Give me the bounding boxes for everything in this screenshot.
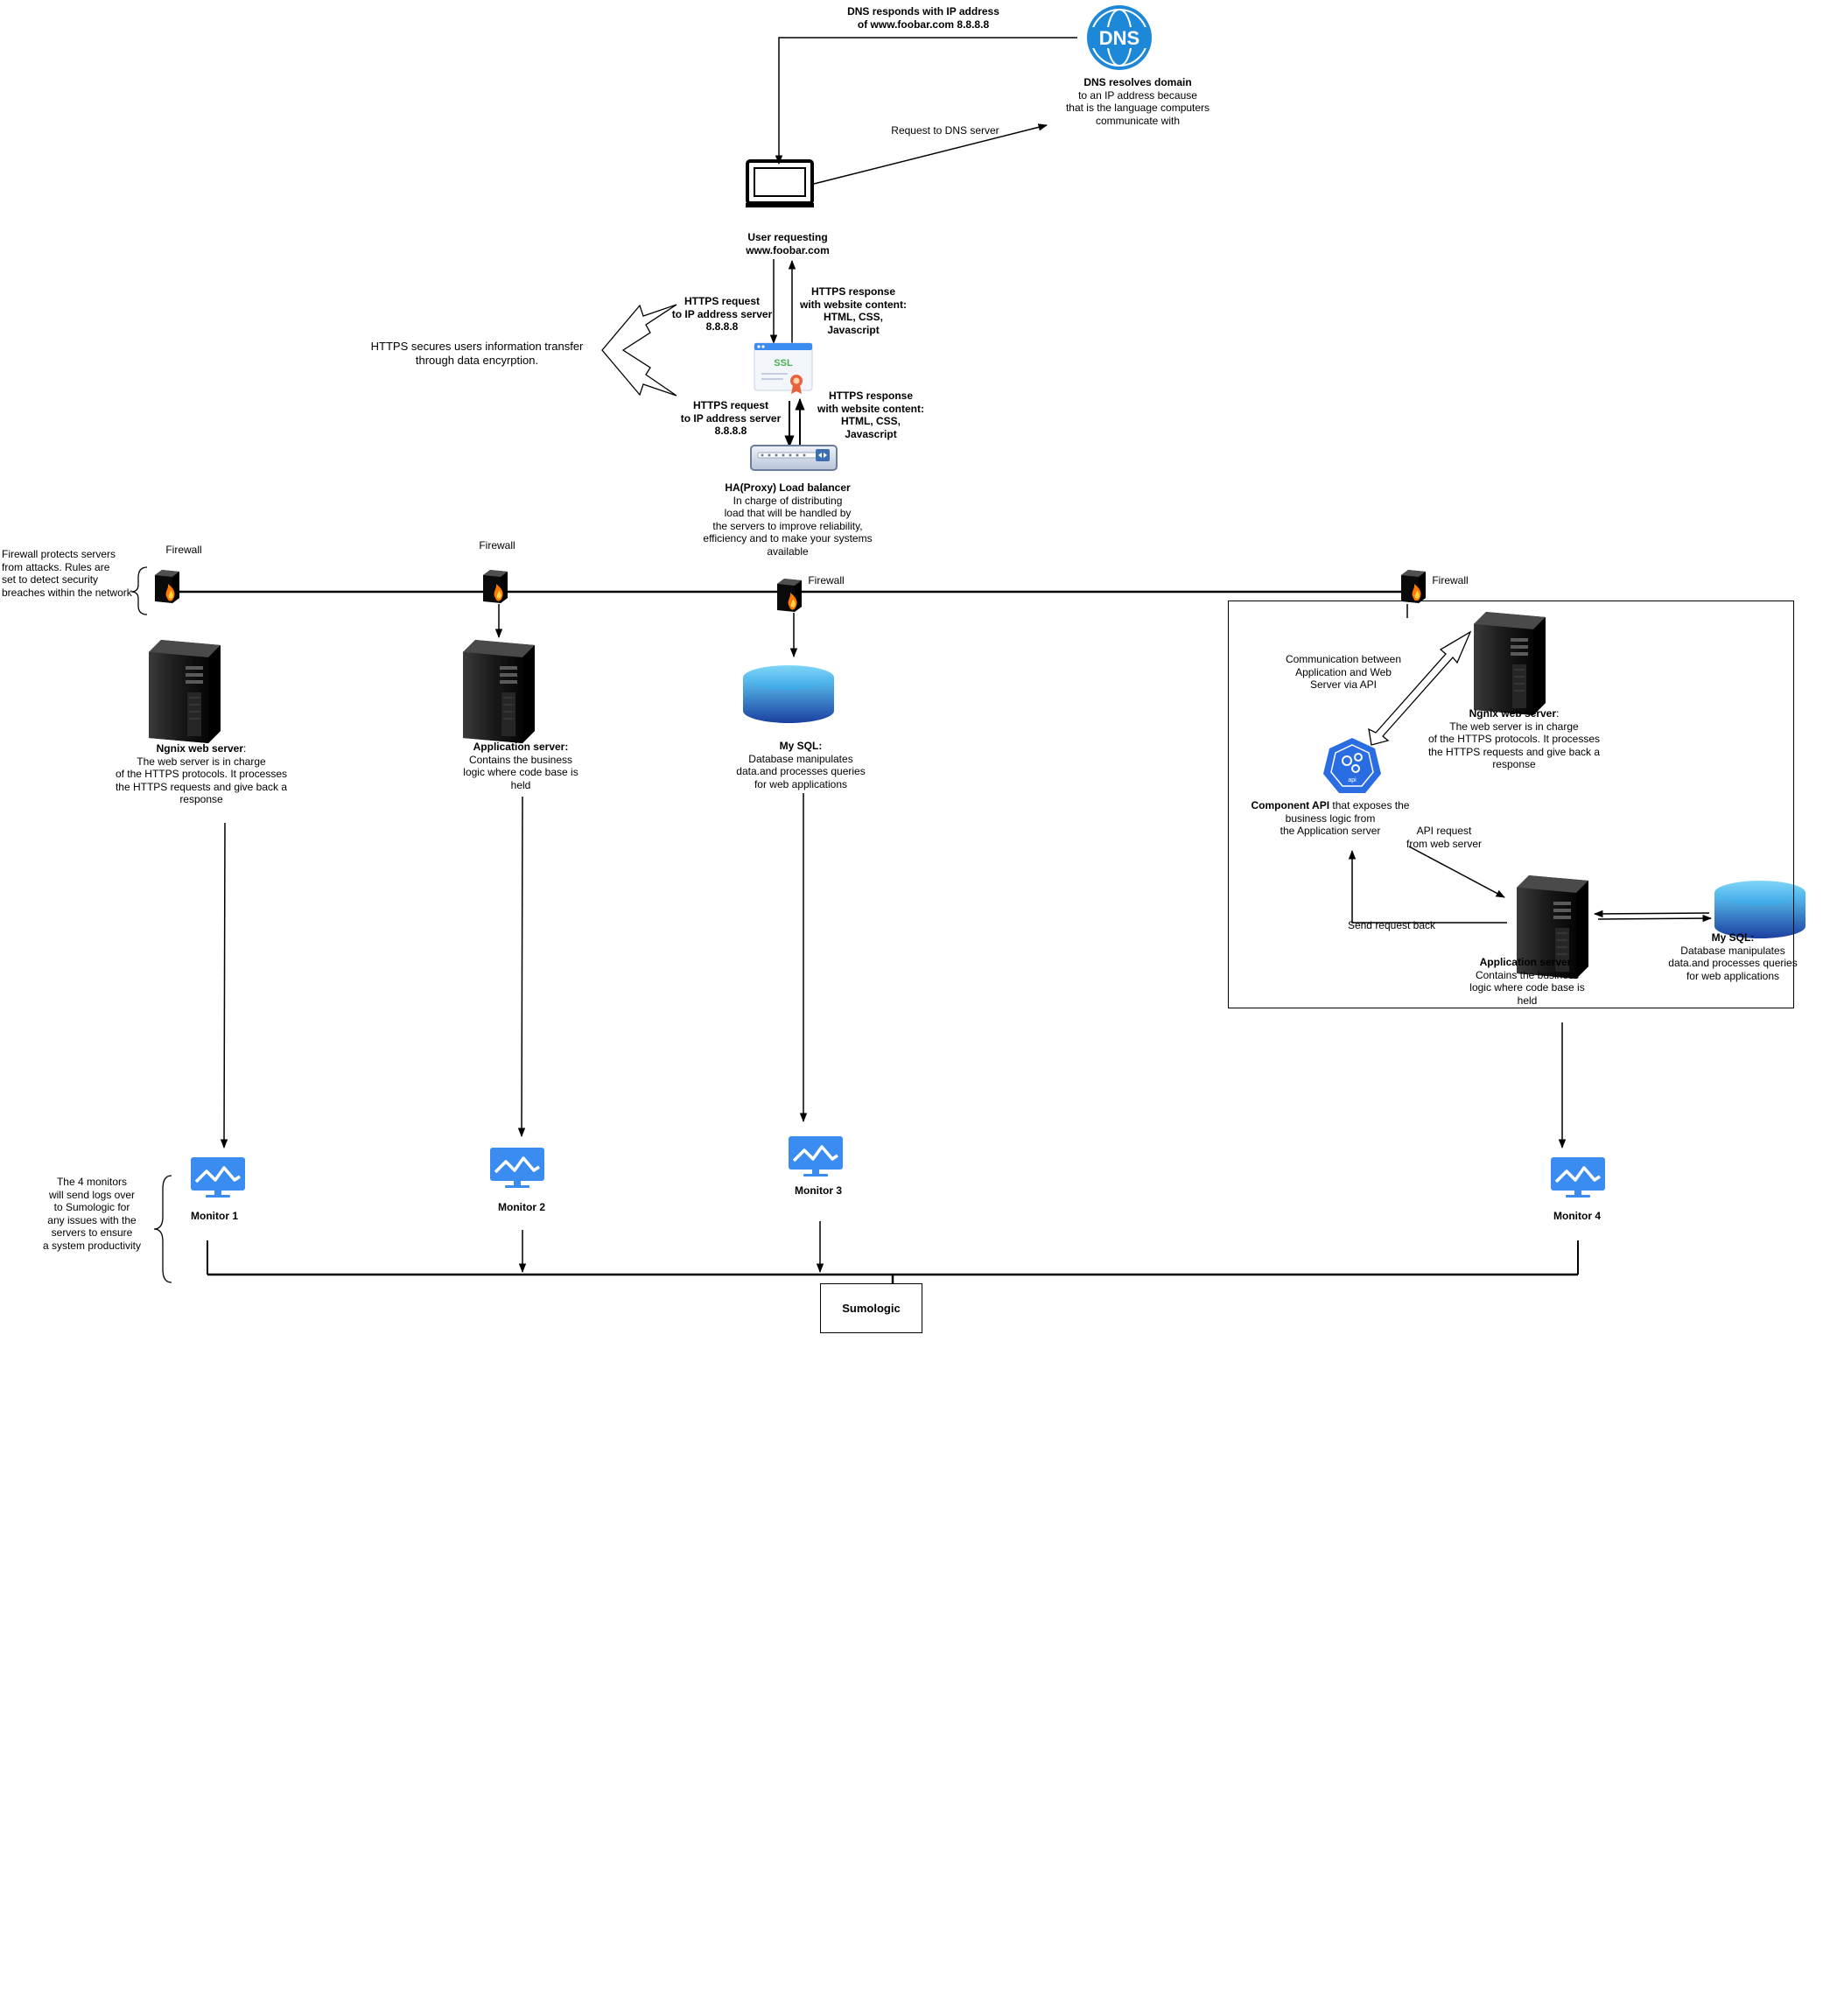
computer-icon (746, 159, 814, 207)
dns-response-arrow (775, 37, 1077, 165)
app-server-text: Application server: Contains the busines… (463, 741, 578, 791)
api-request-arrow (1408, 846, 1505, 898)
send-back-text: Send request back (1347, 919, 1436, 931)
dns-request-arrow (813, 123, 1048, 185)
https-response-text-1: HTTPS response with website content: HTM… (799, 285, 907, 336)
firewall-label-1: Firewall (165, 544, 202, 556)
mysql-to-app-arrow (1593, 910, 1710, 918)
nginx-text: Ngnix web server: The web server is in c… (115, 742, 288, 805)
ssl-certificate-icon: SSL (754, 342, 813, 394)
load-balancer-icon (750, 445, 838, 471)
cluster-container (1228, 601, 1794, 1008)
dns-response-text: DNS responds with IP address of www.foob… (847, 5, 999, 31)
monitor-icon-2 (488, 1146, 546, 1190)
monitor-label-4: Monitor 4 (1553, 1210, 1601, 1222)
nginx-server-icon (148, 639, 221, 744)
app-to-mysql-arrow (1597, 914, 1713, 923)
firewall-note-brace (130, 566, 148, 615)
sumologic-box: Sumologic (820, 1283, 922, 1333)
dns-icon-label: DNS (1099, 27, 1139, 49)
https-brace-arrow (601, 304, 677, 397)
user-label: User requesting www.foobar.com (746, 231, 830, 256)
cluster-communication-text: Communication between Application and We… (1285, 653, 1402, 691)
dns-globe-icon: DNS (1087, 5, 1152, 70)
firewall-icon-1 (155, 570, 179, 603)
cluster-nginx-text: Ngnix web server: The web server is in c… (1427, 707, 1601, 770)
load-balancer-text: HA(Proxy) Load balancer In charge of dis… (703, 481, 873, 558)
dns-description-text: DNS resolves domain to an IP address bec… (1065, 76, 1210, 127)
firewall-note-text: Firewall protects servers from attacks. … (2, 548, 132, 599)
cluster-mysql-text: My SQL: Database manipulates data.and pr… (1668, 931, 1798, 982)
monitors-note-text: The 4 monitors will send logs over to Su… (42, 1176, 142, 1252)
monitor-icon-4 (1549, 1156, 1607, 1199)
api-nginx-double-arrow (1368, 630, 1472, 746)
monitor-label-3: Monitor 3 (795, 1184, 842, 1197)
mysql-db-icon (743, 665, 834, 723)
firewall-label-4: Firewall (1432, 574, 1469, 587)
sumologic-label: Sumologic (842, 1302, 901, 1315)
component-api-text: Component API that exposes the business … (1251, 799, 1410, 837)
monitor-icon-3 (787, 1134, 845, 1178)
monitor-note-brace (153, 1175, 172, 1283)
monitor-icon-1 (189, 1156, 247, 1199)
nginx-to-monitor1-arrow (220, 822, 228, 1149)
mysql-text: My SQL: Database manipulates data.and pr… (736, 740, 866, 790)
api-component-icon: api (1323, 738, 1381, 793)
firewall-icon-2 (483, 570, 508, 603)
firewall-label-2: Firewall (479, 539, 515, 551)
https-note-text: HTTPS secures users information transfer… (370, 340, 584, 367)
firewall-label-3: Firewall (808, 574, 845, 587)
https-request-text-2: HTTPS request to IP address server 8.8.8… (680, 399, 782, 437)
ssl-label: SSL (774, 358, 793, 369)
monitor-label-2: Monitor 2 (498, 1201, 545, 1213)
app-server-icon (462, 639, 536, 744)
https-response-text-2: HTTPS response with website content: HTM… (817, 390, 924, 440)
monitor-label-1: Monitor 1 (191, 1210, 238, 1222)
https-request-text-1: HTTPS request to IP address server 8.8.8… (671, 295, 773, 333)
dns-request-text: Request to DNS server (891, 124, 999, 137)
api-icon-label: api (1348, 777, 1357, 783)
cluster-app-server-text: Application server: Contains the busines… (1469, 956, 1585, 1007)
api-request-text: API request from web server (1406, 825, 1483, 850)
send-request-back-arrow (1348, 849, 1507, 924)
